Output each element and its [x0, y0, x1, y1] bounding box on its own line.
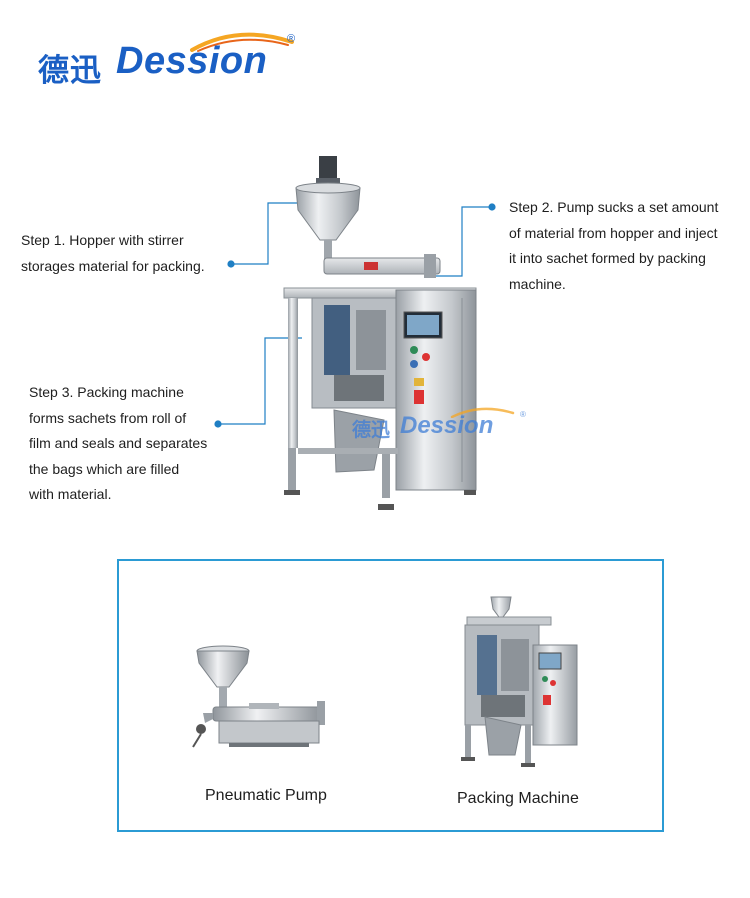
brand-logo: 德迅 Dession ® [38, 30, 308, 90]
step-2-description: Step 2. Pump sucks a set amount of mater… [509, 199, 719, 292]
leader-dot-step-3 [214, 420, 222, 428]
pneumatic-pump-caption: Pneumatic Pump [205, 787, 327, 804]
leader-line-step-1 [231, 202, 302, 265]
leader-lines [214, 202, 496, 428]
logo-chinese-name: 德迅 [38, 53, 102, 89]
packing-machine-image [461, 596, 578, 767]
components-panel: Pneumatic Pump Packing Machine [117, 559, 664, 832]
main-packing-machine-image [283, 156, 477, 510]
pneumatic-pump-image [192, 645, 325, 748]
watermark-english-name: Dession [400, 412, 494, 439]
watermark-swoosh-icon [450, 407, 515, 418]
watermark-chinese-name: 德迅 [352, 419, 391, 441]
step-3-description: Step 3. Packing machine forms sachets fr… [29, 384, 208, 503]
logo-swoosh-icon [190, 32, 294, 52]
leader-dot-step-2 [488, 203, 496, 211]
watermark-registered-mark: ® [520, 410, 526, 419]
leader-line-step-3 [218, 337, 302, 425]
packing-machine-caption: Packing Machine [457, 790, 579, 807]
leader-line-step-2 [432, 206, 492, 277]
step-1-description: Step 1. Hopper with stirrer storages mat… [21, 232, 205, 274]
leader-dot-step-1 [227, 260, 235, 268]
logo-english-name: Dession [116, 40, 268, 82]
registered-mark: ® [287, 33, 296, 45]
brand-watermark: 德迅 Dession ® [350, 407, 530, 441]
